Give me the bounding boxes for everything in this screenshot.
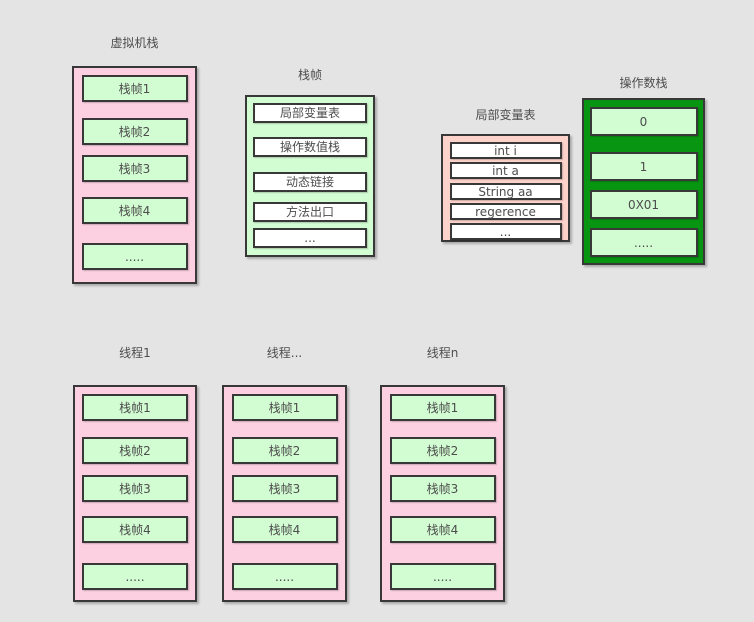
stack-frame-cell: 栈帧2: [81, 118, 188, 145]
stack-frame-cell: 栈帧4: [82, 516, 188, 543]
stack-frame-cell: 栈帧3: [81, 155, 188, 182]
stack-frame-cell: 栈帧1: [81, 75, 188, 102]
stack-frame-title: 栈帧: [297, 68, 322, 82]
stack-frame-box: 局部变量表 操作数值栈 动态链接 方法出口 ...: [245, 95, 375, 257]
vm-stack-title: 虚拟机栈: [110, 36, 159, 50]
local-variable-table-box: int i int a String aa regerence ...: [441, 134, 570, 242]
stack-frame-cell: 栈帧3: [82, 475, 188, 502]
local-variable-table-panel: 局部变量表 int i int a String aa regerence ..…: [441, 108, 570, 242]
thread-1-panel: 线程1 栈帧1 栈帧2 栈帧3 栈帧4 .....: [73, 346, 197, 602]
local-variable-table-title: 局部变量表: [475, 108, 536, 122]
frame-component-cell: 动态链接: [253, 172, 367, 192]
stack-frame-cell: 栈帧2: [389, 437, 496, 464]
stack-frame-cell: 栈帧4: [81, 197, 188, 224]
local-variable-cell: int a: [449, 162, 562, 179]
stack-frame-cell: 栈帧1: [82, 394, 188, 421]
thread-ellipsis-panel: 线程... 栈帧1 栈帧2 栈帧3 栈帧4 .....: [222, 346, 347, 602]
thread-ellipsis-box: 栈帧1 栈帧2 栈帧3 栈帧4 .....: [222, 385, 347, 602]
operand-stack-panel: 操作数栈 0 1 0X01 .....: [582, 76, 705, 265]
stack-frame-cell: 栈帧3: [231, 475, 338, 502]
stack-frame-cell: .....: [231, 563, 338, 590]
operand-cell: 1: [589, 152, 698, 181]
stack-frame-cell: 栈帧4: [231, 516, 338, 543]
frame-component-cell: 操作数值栈: [253, 137, 367, 157]
frame-component-cell: ...: [253, 228, 367, 248]
local-variable-cell: int i: [449, 142, 562, 159]
operand-cell: .....: [589, 228, 698, 257]
thread-ellipsis-title: 线程...: [266, 346, 303, 360]
local-variable-cell: regerence: [449, 203, 562, 220]
stack-frame-cell: .....: [81, 243, 188, 270]
frame-component-cell: 方法出口: [253, 202, 367, 222]
stack-frame-panel: 栈帧 局部变量表 操作数值栈 动态链接 方法出口 ...: [245, 68, 375, 257]
local-variable-cell: ...: [449, 223, 562, 240]
thread-1-title: 线程1: [119, 346, 151, 360]
stack-frame-cell: 栈帧4: [389, 516, 496, 543]
stack-frame-cell: 栈帧2: [82, 437, 188, 464]
vm-stack-panel: 虚拟机栈 栈帧1 栈帧2 栈帧3 栈帧4 .....: [72, 36, 197, 284]
stack-frame-cell: 栈帧1: [389, 394, 496, 421]
stack-frame-cell: 栈帧1: [231, 394, 338, 421]
operand-cell: 0X01: [589, 190, 698, 219]
thread-n-box: 栈帧1 栈帧2 栈帧3 栈帧4 .....: [380, 385, 505, 602]
frame-component-cell: 局部变量表: [253, 103, 367, 123]
stack-frame-cell: 栈帧2: [231, 437, 338, 464]
operand-stack-title: 操作数栈: [619, 76, 668, 90]
vm-stack-box: 栈帧1 栈帧2 栈帧3 栈帧4 .....: [72, 66, 197, 284]
thread-1-box: 栈帧1 栈帧2 栈帧3 栈帧4 .....: [73, 385, 197, 602]
stack-frame-cell: .....: [389, 563, 496, 590]
local-variable-cell: String aa: [449, 183, 562, 200]
thread-n-title: 线程n: [426, 346, 459, 360]
operand-cell: 0: [589, 107, 698, 136]
stack-frame-cell: 栈帧3: [389, 475, 496, 502]
stack-frame-cell: .....: [82, 563, 188, 590]
operand-stack-box: 0 1 0X01 .....: [582, 98, 705, 265]
thread-n-panel: 线程n 栈帧1 栈帧2 栈帧3 栈帧4 .....: [380, 346, 505, 602]
